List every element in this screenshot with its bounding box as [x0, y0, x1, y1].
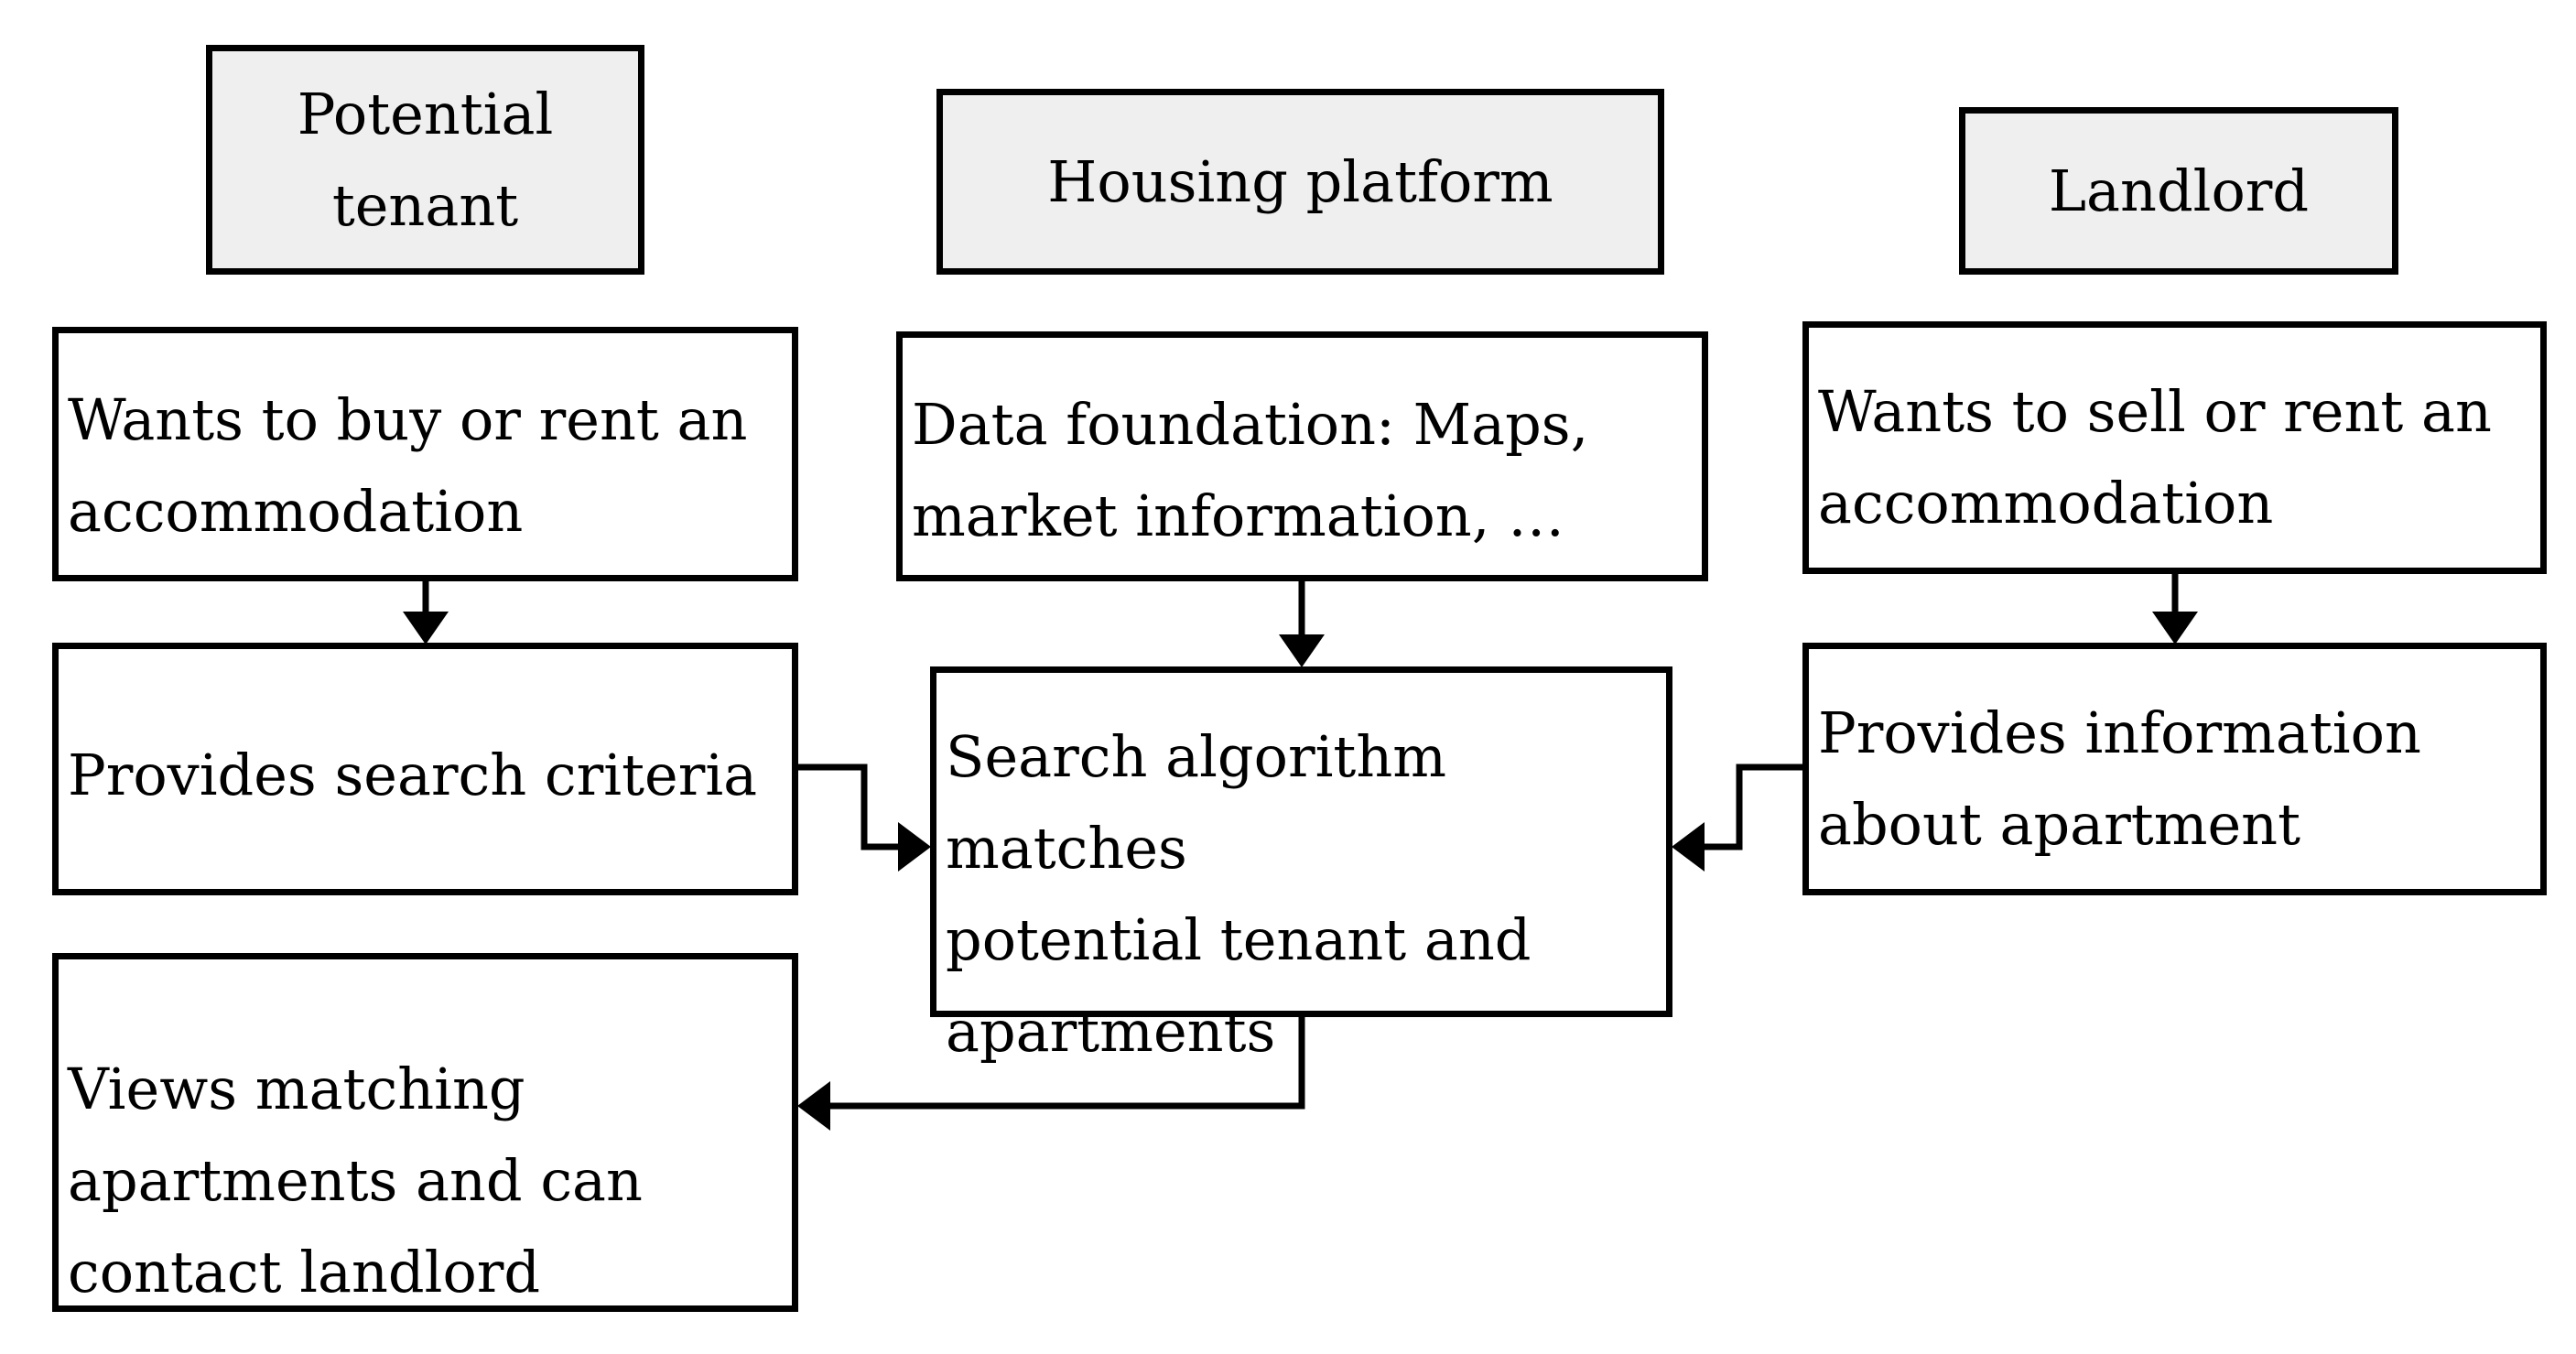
arrowhead-criteria	[898, 822, 931, 872]
header-potential-tenant: Potential tenant	[206, 45, 644, 275]
tenant-views-text: Views matching apartments and can contac…	[68, 1056, 643, 1305]
landlord-wants-box: Wants to sell or rent an accommodation	[1802, 321, 2547, 574]
tenant-wants-text: Wants to buy or rent an accommodation	[68, 386, 748, 545]
landlord-wants-text: Wants to sell or rent an accommodation	[1818, 378, 2492, 536]
landlord-info-text: Provides information about apartment	[1818, 699, 2421, 858]
arrowhead-search-to-views	[797, 1081, 830, 1131]
tenant-views-box: Views matching apartments and can contac…	[52, 953, 798, 1312]
arrow-info-to-search	[1701, 764, 1802, 850]
arrowhead-tenant-wants	[403, 612, 449, 645]
tenant-criteria-text: Provides search criteria	[68, 742, 758, 808]
arrow-criteria-to-search	[798, 764, 902, 850]
platform-data-text: Data foundation: Maps, market informatio…	[912, 391, 1589, 549]
platform-search-box: Search algorithm matches potential tenan…	[930, 666, 1672, 1065]
landlord-info-box: Provides information about apartment	[1802, 643, 2547, 895]
tenant-criteria-box: Provides search criteria	[52, 643, 798, 895]
tenant-wants-box: Wants to buy or rent an accommodation	[52, 327, 798, 581]
header-landlord-label: Landlord	[2048, 157, 2310, 224]
header-housing-platform: Housing platform	[936, 89, 1664, 275]
arrowhead-landlord-wants	[2152, 612, 2198, 645]
header-housing-platform-label: Housing platform	[1047, 147, 1553, 215]
platform-data-box: Data foundation: Maps, market informatio…	[896, 331, 1708, 581]
header-landlord: Landlord	[1959, 107, 2398, 275]
arrowhead-platform-data	[1279, 634, 1325, 667]
arrowhead-info	[1672, 822, 1705, 872]
header-potential-tenant-label: Potential tenant	[297, 80, 554, 239]
platform-search-text: Search algorithm matches potential tenan…	[946, 723, 1532, 1065]
